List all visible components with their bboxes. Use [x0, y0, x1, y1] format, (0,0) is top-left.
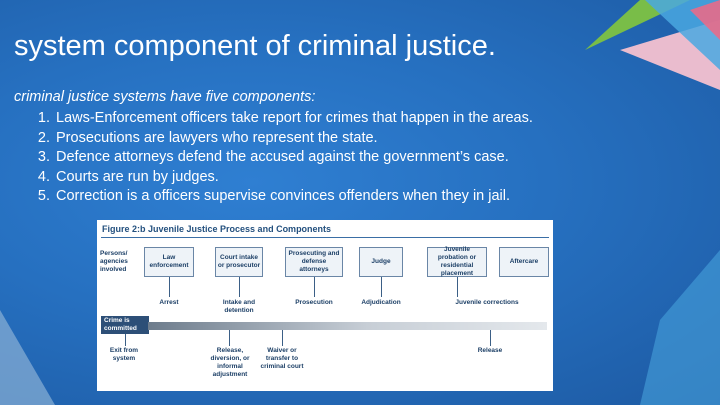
process-timeline-bar	[148, 322, 547, 330]
figure-divider	[101, 237, 549, 238]
connector-line	[490, 330, 491, 346]
item-text: Prosecutions are lawyers who represent t…	[56, 129, 378, 146]
item-number: 4.	[37, 168, 50, 185]
crime-committed-label: Crime is committed	[101, 316, 149, 334]
list-item: 5. Correction is a officers supervise con…	[14, 187, 533, 207]
item-text: Courts are run by judges.	[56, 168, 219, 185]
row-label: Persons/ agencies involved	[100, 250, 128, 273]
exit-waiver-transfer: Waiver or transfer to criminal court	[260, 347, 304, 370]
list-item: 1. Laws-Enforcement officers take report …	[14, 109, 533, 129]
box-court-intake: Court intake or prosecutor	[215, 247, 263, 277]
item-number: 5.	[37, 188, 50, 204]
exit-release-diversion: Release, diversion, or informal adjustme…	[210, 347, 250, 378]
list-item: 2. Prosecutions are lawyers who represent…	[14, 129, 533, 149]
connector-line	[457, 277, 458, 297]
stage-arrest: Arrest	[159, 299, 179, 306]
connector-line	[239, 277, 240, 297]
item-number: 2.	[37, 129, 50, 146]
juvenile-justice-figure: Figure 2:b Juvenile Justice Process and …	[97, 220, 553, 391]
exit-release: Release	[477, 347, 503, 354]
stage-prosecution: Prosecution	[295, 299, 333, 306]
item-text: Laws-Enforcement officers take report fo…	[56, 110, 533, 126]
components-list: 1. Laws-Enforcement officers take report …	[14, 109, 533, 207]
box-attorneys: Prosecuting and defense attorneys	[285, 247, 343, 277]
connector-line	[282, 330, 283, 346]
box-probation: Juvenile probation or residential placem…	[427, 246, 487, 277]
list-item: 4. Courts are run by judges.	[14, 168, 533, 188]
connector-line	[381, 277, 382, 297]
slide-title: system component of criminal justice.	[14, 30, 496, 62]
item-text: Correction is a officers supervise convi…	[56, 188, 511, 204]
connector-line	[229, 330, 230, 346]
item-number: 1.	[37, 110, 50, 126]
connector-line	[314, 277, 315, 297]
stage-intake: Intake and detention	[222, 299, 256, 314]
stage-corrections: Juvenile corrections	[455, 299, 519, 306]
exit-from-system: Exit from system	[109, 347, 139, 362]
box-judge: Judge	[359, 247, 403, 277]
item-number: 3.	[37, 149, 50, 165]
stage-adjudication: Adjudication	[361, 299, 401, 306]
box-law-enforcement: Law enforcement	[144, 247, 194, 277]
list-item: 3. Defence attorneys defend the accused a…	[14, 148, 533, 168]
item-text: Defence attorneys defend the accused aga…	[56, 149, 509, 165]
connector-line	[169, 277, 170, 297]
connector-line	[125, 334, 126, 346]
intro-text: criminal justice systems have five compo…	[14, 89, 316, 105]
figure-title: Figure 2:b Juvenile Justice Process and …	[102, 224, 332, 234]
box-aftercare: Aftercare	[499, 247, 549, 277]
